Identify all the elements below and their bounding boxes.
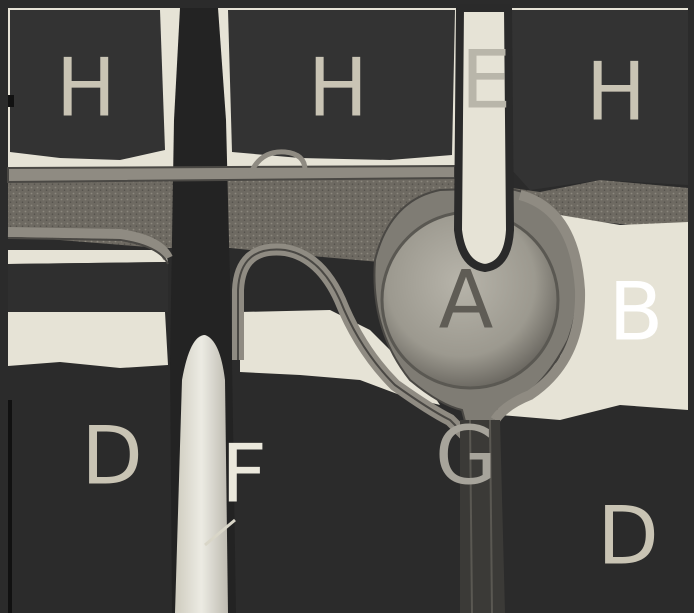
label-f: F: [221, 428, 267, 521]
pale-gap-1: [8, 250, 168, 264]
label-h-1: H: [56, 42, 116, 135]
label-b: B: [609, 266, 664, 359]
label-d-left: D: [81, 410, 143, 503]
label-h-2: H: [308, 42, 368, 135]
label-g: G: [435, 410, 497, 503]
label-a: A: [439, 254, 494, 347]
top-tube: [8, 166, 455, 182]
label-e: E: [461, 34, 512, 127]
dark-band-left: [8, 262, 168, 312]
label-d-right: D: [597, 490, 659, 583]
edge-tick-2: [8, 400, 12, 613]
edge-tick-1: [8, 95, 14, 107]
label-h-3: H: [586, 46, 646, 139]
pale-gap-2: [8, 312, 168, 368]
